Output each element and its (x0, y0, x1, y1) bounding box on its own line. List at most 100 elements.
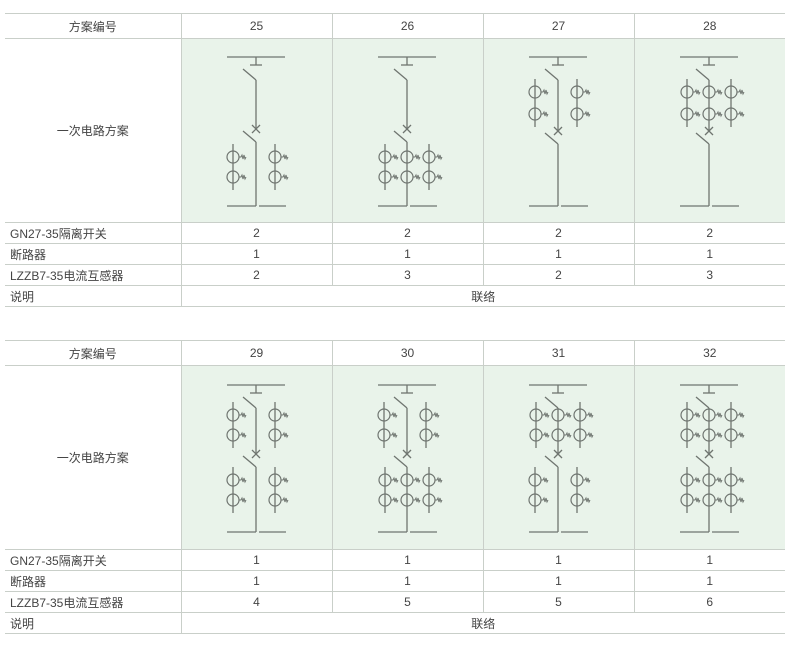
breaker-count: 1 (180, 570, 332, 592)
disconnector-count: 2 (331, 222, 483, 244)
secondary-winding-icon (412, 476, 420, 484)
secondary-winding-icon (563, 411, 571, 419)
remark-value: 联络 (180, 285, 785, 307)
secondary-winding-icon (714, 431, 723, 439)
scheme-number: 28 (633, 13, 785, 39)
breaker-mark (402, 124, 411, 134)
circuit-diagram (527, 384, 593, 533)
ct-count-label: LZZB7-35电流互感器 (5, 591, 181, 613)
ct-count: 2 (180, 264, 332, 286)
current-transformer-group (377, 467, 442, 513)
breaker-blade (695, 132, 710, 145)
secondary-winding-icon (736, 496, 745, 504)
disconnector-count: 2 (180, 222, 332, 244)
secondary-winding-icon (540, 496, 548, 504)
secondary-winding-icon (390, 173, 398, 181)
remark-row: 说明联络 (5, 285, 785, 307)
breaker-mark (704, 449, 714, 459)
disconnector-count: 1 (633, 549, 785, 571)
ct-count: 5 (331, 591, 483, 613)
current-transformer-group (376, 402, 439, 448)
disconnector-count: 1 (482, 549, 634, 571)
circuit-diagram-cell (331, 38, 483, 223)
disconnector-blade (544, 396, 558, 409)
secondary-winding-icon (434, 153, 442, 161)
disconnector-blade (544, 68, 558, 81)
secondary-winding-icon (238, 173, 246, 181)
disconnector-blade (695, 396, 710, 409)
secondary-winding-icon (280, 173, 288, 181)
current-transformer-group (528, 402, 593, 448)
secondary-winding-icon (736, 411, 745, 419)
circuit-diagram-row: 一次电路方案 (5, 38, 785, 223)
secondary-winding-icon (582, 496, 590, 504)
circuit-diagram (376, 384, 442, 533)
disconnector-blade (393, 396, 407, 409)
secondary-winding-icon (412, 153, 420, 161)
current-transformer-group (527, 467, 590, 513)
secondary-winding-icon (692, 476, 701, 484)
secondary-winding-icon (563, 431, 571, 439)
ct-count: 4 (180, 591, 332, 613)
secondary-winding-icon (280, 411, 288, 419)
breaker-blade (695, 455, 710, 468)
secondary-winding-icon (238, 431, 246, 439)
scheme-number: 32 (633, 340, 785, 366)
breaker-mark (553, 449, 562, 459)
breaker-count-label: 断路器 (5, 243, 181, 265)
secondary-winding-icon (431, 431, 439, 439)
secondary-winding-icon (736, 431, 745, 439)
breaker-count: 1 (482, 243, 634, 265)
secondary-winding-icon (390, 496, 398, 504)
ct-count: 5 (482, 591, 634, 613)
breaker-mark (553, 126, 562, 136)
circuit-label: 一次电路方案 (5, 365, 181, 550)
secondary-winding-icon (692, 88, 701, 96)
secondary-winding-icon (736, 110, 745, 118)
circuit-diagram-cell (633, 38, 785, 223)
secondary-winding-icon (390, 476, 398, 484)
breaker-mark (704, 126, 714, 136)
circuit-diagram (225, 384, 288, 533)
breaker-count: 1 (331, 570, 483, 592)
circuit-diagram (225, 56, 288, 207)
secondary-winding-icon (585, 411, 593, 419)
secondary-winding-icon (585, 431, 593, 439)
disconnector-count: 1 (331, 549, 483, 571)
secondary-winding-icon (714, 496, 723, 504)
secondary-winding-icon (582, 476, 590, 484)
disconnector-blade (393, 68, 407, 81)
scheme-number-label: 方案编号 (5, 13, 181, 39)
ct-count: 6 (633, 591, 785, 613)
circuit-diagram-cell (180, 38, 332, 223)
scheme-number: 29 (180, 340, 332, 366)
secondary-winding-icon (280, 476, 288, 484)
secondary-winding-icon (714, 411, 723, 419)
circuit-diagram (377, 56, 442, 207)
secondary-winding-icon (692, 411, 701, 419)
breaker-mark (402, 449, 411, 459)
disconnector-blade (242, 396, 256, 409)
secondary-winding-icon (280, 431, 288, 439)
breaker-blade (393, 455, 407, 468)
disconnector-count: 2 (482, 222, 634, 244)
secondary-winding-icon (412, 173, 420, 181)
breaker-mark (251, 449, 260, 459)
secondary-winding-icon (238, 496, 246, 504)
secondary-winding-icon (714, 110, 723, 118)
secondary-winding-icon (238, 411, 246, 419)
secondary-winding-icon (412, 496, 420, 504)
scheme-number: 25 (180, 13, 332, 39)
ct-count: 3 (331, 264, 483, 286)
current-transformer-group (680, 402, 745, 448)
secondary-winding-icon (736, 88, 745, 96)
scheme-number: 30 (331, 340, 483, 366)
secondary-winding-icon (541, 411, 549, 419)
secondary-winding-icon (582, 110, 590, 118)
secondary-winding-icon (434, 173, 442, 181)
